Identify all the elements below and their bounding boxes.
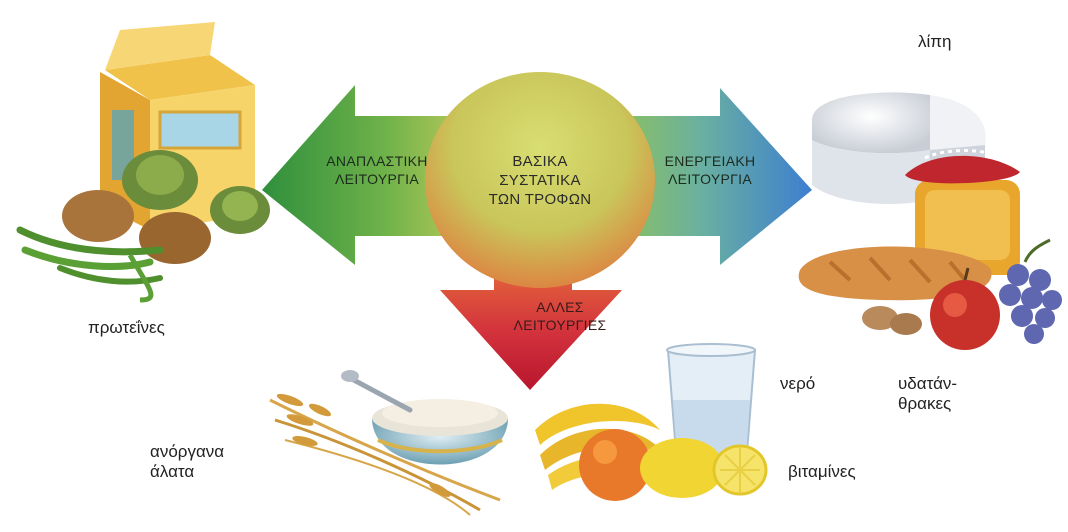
fats-carbs-illustration (799, 92, 1062, 350)
down-arrow-line-1: ΑΛΛΕΣ (495, 298, 625, 316)
water-vitamins-illustration (535, 344, 766, 501)
center-line-2: ΣΥΣΤΑΤΙΚΑ (480, 171, 600, 190)
down-arrow-label: ΑΛΛΕΣ ΛΕΙΤΟΥΡΓΙΕΣ (495, 298, 625, 334)
fats-label: λίπη (918, 32, 951, 52)
minerals-line-2: άλατα (150, 462, 224, 482)
carbs-line-2: θρακες (898, 394, 957, 414)
right-arrow-label: ΕΝΕΡΓΕΙΑΚΗ ΛΕΙΤΟΥΡΓΙΑ (640, 152, 780, 188)
carbs-label: υδατάν- θρακες (898, 374, 957, 414)
center-title: ΒΑΣΙΚΑ ΣΥΣΤΑΤΙΚΑ ΤΩΝ ΤΡΟΦΩΝ (480, 152, 600, 209)
minerals-label: ανόργανα άλατα (150, 442, 224, 482)
vitamins-label: βιταμίνες (788, 462, 856, 482)
left-arrow-label: ΑΝΑΠΛΑΣΤΙΚΗ ΛΕΙΤΟΥΡΓΙΑ (302, 152, 452, 188)
water-label: νερό (780, 374, 815, 394)
left-arrow-line-1: ΑΝΑΠΛΑΣΤΙΚΗ (302, 152, 452, 170)
proteins-illustration (20, 22, 270, 300)
carbs-line-1: υδατάν- (898, 374, 957, 394)
minerals-line-1: ανόργανα (150, 442, 224, 462)
right-arrow-line-1: ΕΝΕΡΓΕΙΑΚΗ (640, 152, 780, 170)
left-arrow-line-2: ΛΕΙΤΟΥΡΓΙΑ (302, 170, 452, 188)
right-arrow-line-2: ΛΕΙΤΟΥΡΓΙΑ (640, 170, 780, 188)
center-line-1: ΒΑΣΙΚΑ (480, 152, 600, 171)
center-line-3: ΤΩΝ ΤΡΟΦΩΝ (480, 190, 600, 209)
minerals-illustration (270, 370, 508, 515)
down-arrow-line-2: ΛΕΙΤΟΥΡΓΙΕΣ (495, 316, 625, 334)
proteins-label: πρωτεΐνες (88, 318, 165, 338)
